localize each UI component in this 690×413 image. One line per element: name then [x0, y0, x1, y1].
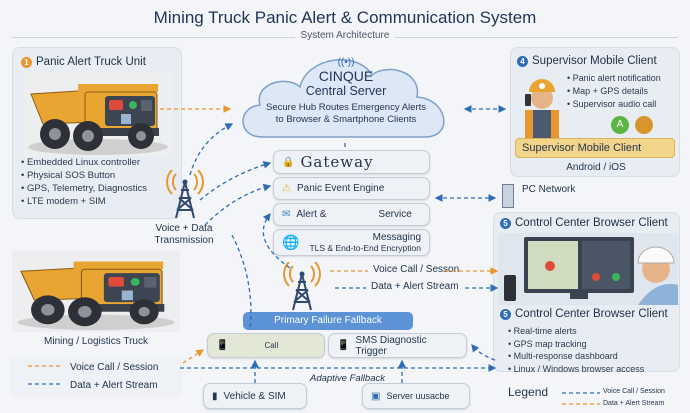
supervisor-title: Supervisor Mobile Client: [532, 55, 657, 67]
control-title: Control Center Browser Client: [515, 217, 668, 229]
primary-fallback-button[interactable]: Primary Failure Fallback: [243, 312, 413, 330]
control-center-panel: 5 Control Center Browser Client 5 Contro…: [493, 212, 680, 375]
pc-server-icon: [502, 184, 514, 208]
truck2-caption: Mining / Logistics Truck: [44, 336, 148, 347]
voice-stream-label: Voice Call / Sesson: [370, 264, 463, 275]
supervisor-bullets: • Panic alert notification • Map + GPS d…: [567, 72, 661, 111]
bullet: • Multi-response dashboard: [508, 351, 618, 361]
subtitle: System Architecture: [0, 30, 690, 41]
bullet: • Real-time alerts: [508, 326, 577, 336]
cell-tower-icon: [166, 170, 204, 219]
bullet: • Embedded Linux controller: [21, 157, 140, 168]
cloud-shape: [242, 59, 445, 138]
panic-engine-label: Panic Event Engine: [296, 183, 385, 194]
lock-icon: 🔒: [282, 156, 295, 168]
apple-icon: [635, 116, 653, 134]
server-subtitle: Central Server: [305, 84, 387, 98]
step-badge: 5: [500, 217, 511, 229]
truck2-illustration: [12, 250, 180, 332]
adaptive-fallback-label: Adaptive Fallback: [310, 373, 385, 384]
sim-icon: ▮: [212, 390, 218, 402]
truck-unit-header: 1 Panic Alert Truck Unit: [21, 56, 146, 68]
truck-illustration: [23, 72, 173, 157]
sms-trigger-box[interactable]: 📱SMS Diagnostic Trigger: [328, 333, 467, 358]
supervisor-banner: Supervisor Mobile Client: [515, 138, 675, 158]
step-badge: 1: [21, 56, 32, 68]
bullet: • Linux / Windows browser access: [508, 363, 645, 374]
step-badge: 4: [517, 55, 528, 67]
tower-server-arrow: [189, 123, 234, 176]
control-title-2: Control Center Browser Client: [515, 308, 668, 320]
panic-engine-box[interactable]: ⚠ Panic Event Engine: [273, 177, 430, 200]
central-server: ((•)) CINQUE Central Server Secure Hub R…: [232, 57, 460, 126]
server-box[interactable]: ▣Server uusacbe: [362, 383, 470, 409]
signal-icon: ((•)): [337, 57, 355, 68]
bullet: • Map + GPS details: [567, 86, 648, 96]
supervisor-panel: 4 Supervisor Mobile Client • Panic alert…: [510, 47, 680, 177]
supervisor-illustration: [525, 79, 559, 140]
truck-unit-panel: 1 Panic Alert Truck Unit • Embedded Linu…: [12, 47, 182, 219]
tower-panic-arrow: [204, 183, 272, 226]
legend-blue-label: Voice Call / Session: [603, 388, 665, 395]
bullet: • GPS map tracking: [508, 338, 587, 349]
bullet: • GPS, Telemetry, Diagnostics: [21, 183, 147, 194]
gateway-box[interactable]: 🔒 Gateway: [273, 150, 430, 174]
platforms-label: Android / iOS: [566, 162, 626, 173]
warning-icon: ⚠: [282, 183, 291, 194]
server-icon: ▣: [371, 390, 381, 402]
control-bullets: • Real-time alerts • GPS map tracking • …: [508, 325, 644, 375]
bullet: • Supervisor audio call: [567, 99, 657, 109]
page-title: Mining Truck Panic Alert & Communication…: [153, 8, 537, 27]
messaging-box[interactable]: 🌐 Messaging TLS & End-to-End Encryption: [273, 229, 430, 256]
data-stream-label: Data + Alert Stream: [368, 281, 462, 292]
truck-unit-title: Panic Alert Truck Unit: [36, 56, 146, 68]
pc-network-label: PC Network: [522, 184, 576, 195]
call-box[interactable]: 📱Call: [207, 333, 325, 358]
tower-gateway-arrow: [199, 161, 272, 201]
android-icon: A: [611, 116, 629, 134]
legend-orange-label: Data + Alert Stream: [603, 400, 665, 407]
mail-icon: ✉: [282, 209, 291, 220]
phone-icon: 📱: [337, 340, 350, 351]
control-center-illustration: [498, 233, 678, 305]
globe-lock-icon: 🌐: [282, 234, 300, 250]
bullet: • LTE modem + SIM: [21, 196, 106, 207]
alert-service-box[interactable]: ✉ Alert &Service: [273, 203, 430, 226]
bullet: • Physical SOS Button: [21, 170, 116, 181]
truck-unit-bullets: • Embedded Linux controller • Physical S…: [21, 156, 147, 208]
cell-tower-icon-2: [283, 262, 321, 311]
server-name: CINQUE: [318, 68, 374, 84]
stream-legend: Voice Call / Session Data + Alert Stream: [10, 356, 182, 398]
phone-icon: 📱: [216, 340, 229, 351]
gateway-label: Gateway: [300, 153, 374, 171]
vehicle-sim-box[interactable]: ▮Vehicle & SIM: [203, 383, 307, 409]
legend-title: Legend: [508, 385, 549, 399]
bullet: • Panic alert notification: [567, 73, 661, 83]
